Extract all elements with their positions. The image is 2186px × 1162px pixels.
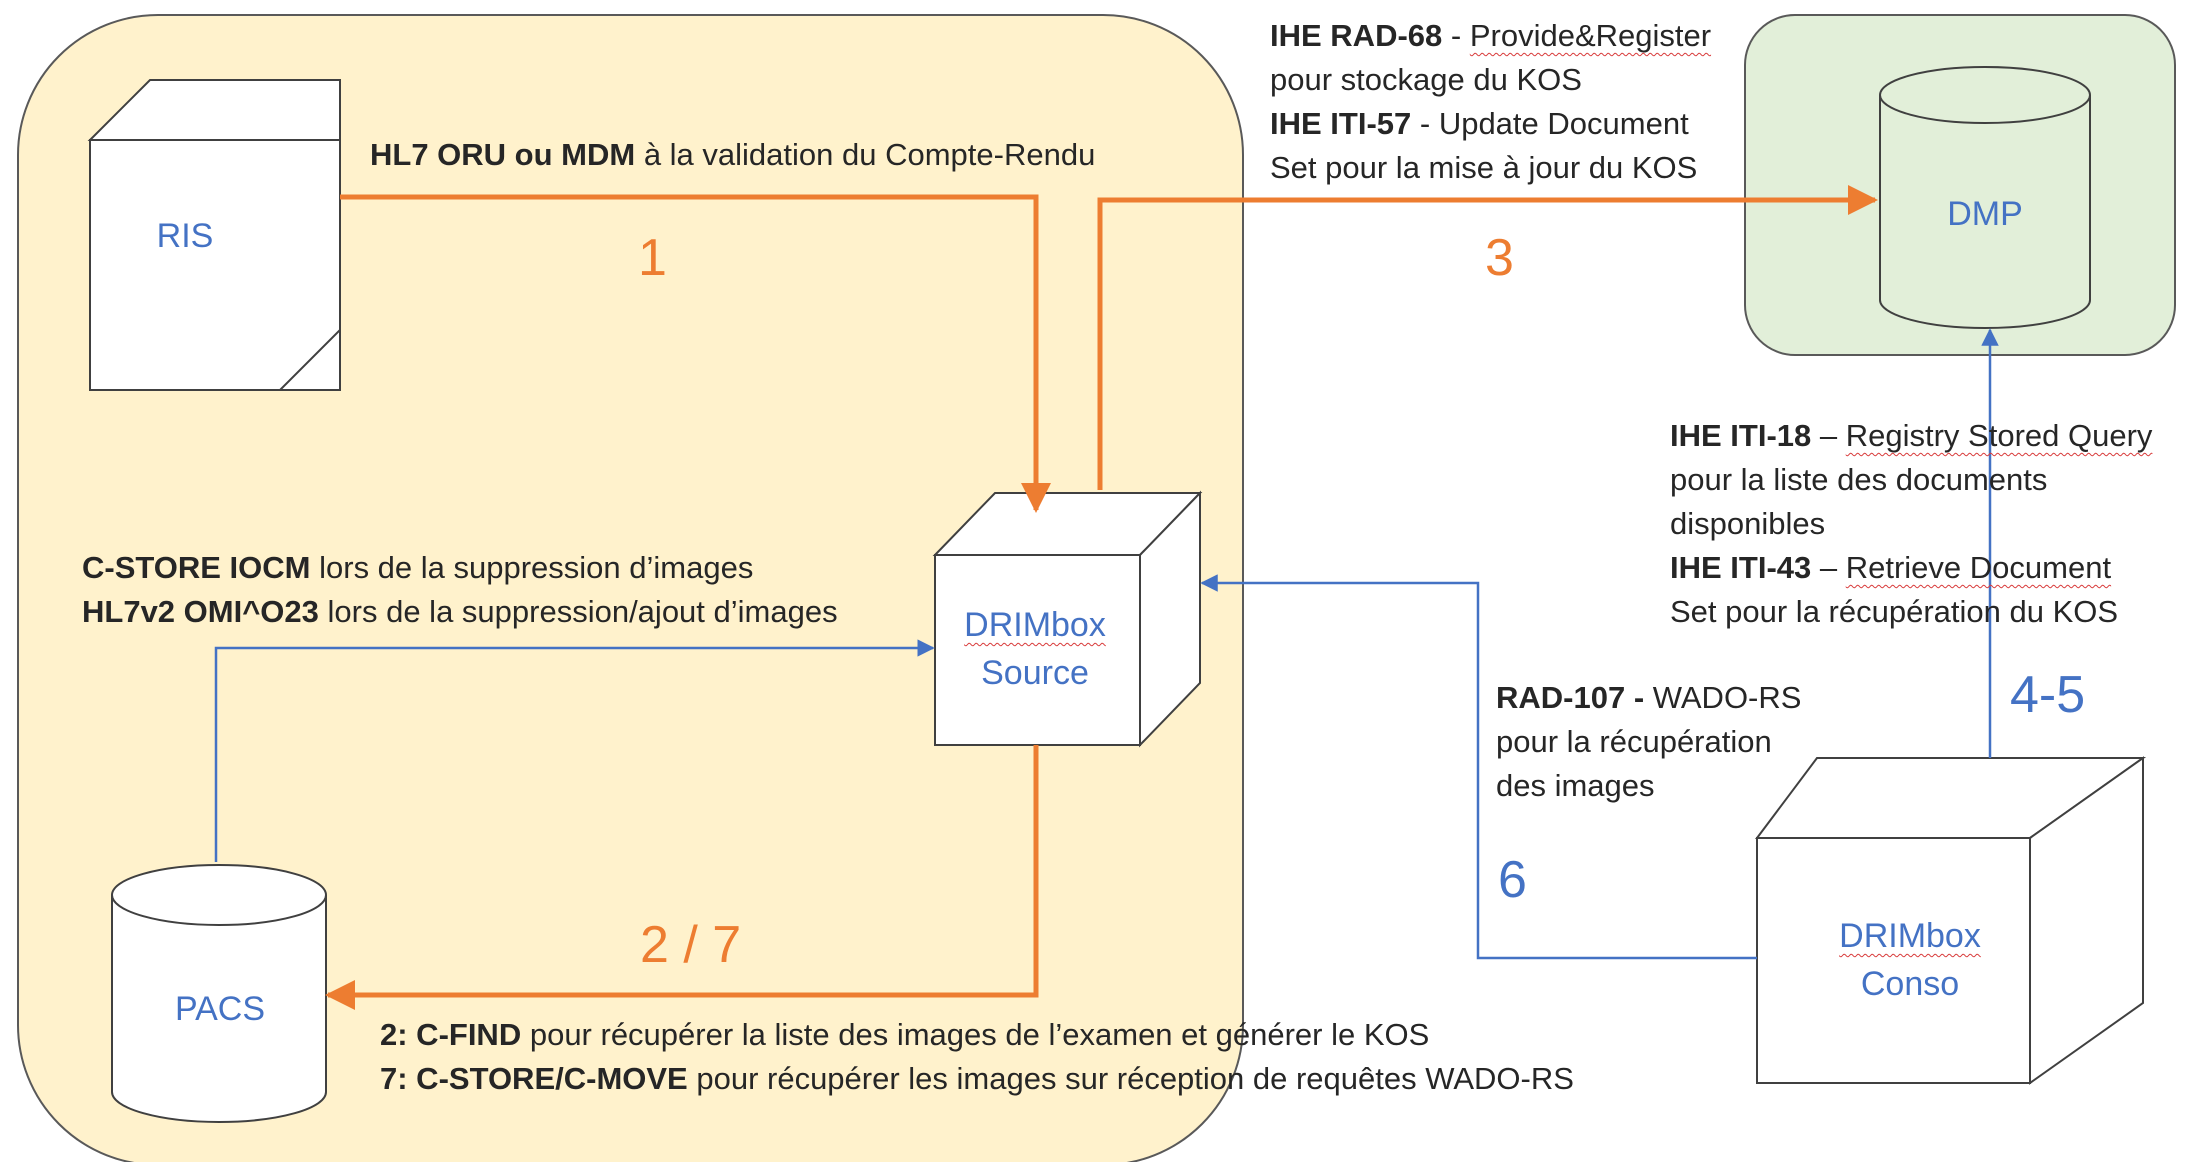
step-number-3: 3 [1485, 229, 1514, 287]
label-cstore-iocm-bold: C-STORE IOCM [82, 550, 311, 585]
dmp-cylinder [1879, 66, 2091, 329]
label-rad107-bold: RAD-107 - [1496, 680, 1645, 715]
ris-cube [87, 79, 341, 391]
pacs-cylinder [111, 864, 327, 1123]
label-iti57-text: - Update Document [1411, 106, 1689, 141]
drimbox-source-cube [932, 490, 1203, 748]
arrow-conso-to-drimbox-source [1200, 574, 1757, 960]
drimbox-source-name: DRIMbox [964, 606, 1106, 644]
label-rad68-text: Provide&Register [1469, 18, 1712, 53]
label-cstore-iocm: C-STORE IOCM lors de la suppression d’im… [82, 546, 838, 634]
label-cstore-move-bold: 7: C-STORE/C-MOVE [380, 1061, 688, 1096]
label-hl7-oru-bold: HL7 ORU ou MDM [370, 137, 636, 172]
label-iti18-text: Registry Stored Query [1845, 418, 2153, 453]
label-iti43-bold: IHE ITI-43 [1670, 550, 1812, 585]
label-iti18-line2: pour la liste des documents [1670, 462, 2048, 497]
dmp-label: DMP [1947, 195, 2023, 233]
pacs-label: PACS [174, 990, 266, 1028]
drimbox-source-role: Source [981, 654, 1089, 692]
label-cstore-iocm-text: lors de la suppression d’images [310, 550, 754, 585]
label-rad68: IHE RAD-68 - Provide&Register pour stock… [1270, 14, 1711, 190]
drimbox-conso-label: DRIMbox Conso [1805, 912, 2015, 1008]
drimbox-conso-name: DRIMbox [1839, 917, 1981, 955]
label-cstore-move-text: pour récupérer les images sur réception … [687, 1061, 1574, 1096]
drimbox-source-label: DRIMbox Source [935, 601, 1135, 697]
label-iti18-bold: IHE ITI-18 [1670, 418, 1812, 453]
label-iti57-bold: IHE ITI-57 [1270, 106, 1412, 141]
label-rad107-text: WADO-RS [1644, 680, 1802, 715]
ris-label: RIS [156, 217, 214, 255]
label-cfind: 2: C-FIND pour récupérer la liste des im… [380, 1013, 1574, 1101]
drimbox-conso-cube [1755, 756, 2147, 1085]
label-rad107-line3: des images [1496, 768, 1655, 803]
arrow-ris-to-drimbox-source [340, 194, 1051, 513]
label-iti18: IHE ITI-18 – Registry Stored Query pour … [1670, 414, 2152, 634]
label-iti18-sep: – [1811, 418, 1846, 453]
label-rad68-bold: IHE RAD-68 [1270, 18, 1443, 53]
step-number-6: 6 [1498, 851, 1527, 909]
label-hl7v2-text: lors de la suppression/ajout d’images [318, 594, 838, 629]
label-hl7v2-bold: HL7v2 OMI^O23 [82, 594, 319, 629]
arrow-drimbox-source-to-dmp [1097, 185, 1878, 490]
label-iti43-sep: – [1811, 550, 1846, 585]
label-rad107: RAD-107 - WADO-RS pour la récupération d… [1496, 676, 1801, 808]
label-cfind-text: pour récupérer la liste des images de l’… [521, 1017, 1430, 1052]
drimbox-conso-role: Conso [1860, 965, 1960, 1003]
label-iti18-line3: disponibles [1670, 506, 1826, 541]
label-rad68-line2: pour stockage du KOS [1270, 62, 1582, 97]
step-number-1: 1 [638, 229, 667, 287]
label-iti57-line4: Set pour la mise à jour du KOS [1270, 150, 1698, 185]
label-iti43-text: Retrieve Document [1845, 550, 2112, 585]
step-number-2-7: 2 / 7 [640, 916, 742, 974]
label-iti43-line5: Set pour la récupération du KOS [1670, 594, 2119, 629]
arrow-drimbox-source-to-pacs [325, 745, 1039, 1010]
label-rad107-line2: pour la récupération [1496, 724, 1772, 759]
step-number-4-5: 4-5 [2010, 666, 2086, 724]
label-hl7-oru-text: à la validation du Compte-Rendu [635, 137, 1096, 172]
arrow-pacs-to-drimbox-source [214, 639, 935, 862]
label-cfind-bold: 2: C-FIND [380, 1017, 522, 1052]
label-rad68-sep: - [1442, 18, 1470, 53]
label-hl7-oru: HL7 ORU ou MDM à la validation du Compte… [370, 133, 1095, 177]
